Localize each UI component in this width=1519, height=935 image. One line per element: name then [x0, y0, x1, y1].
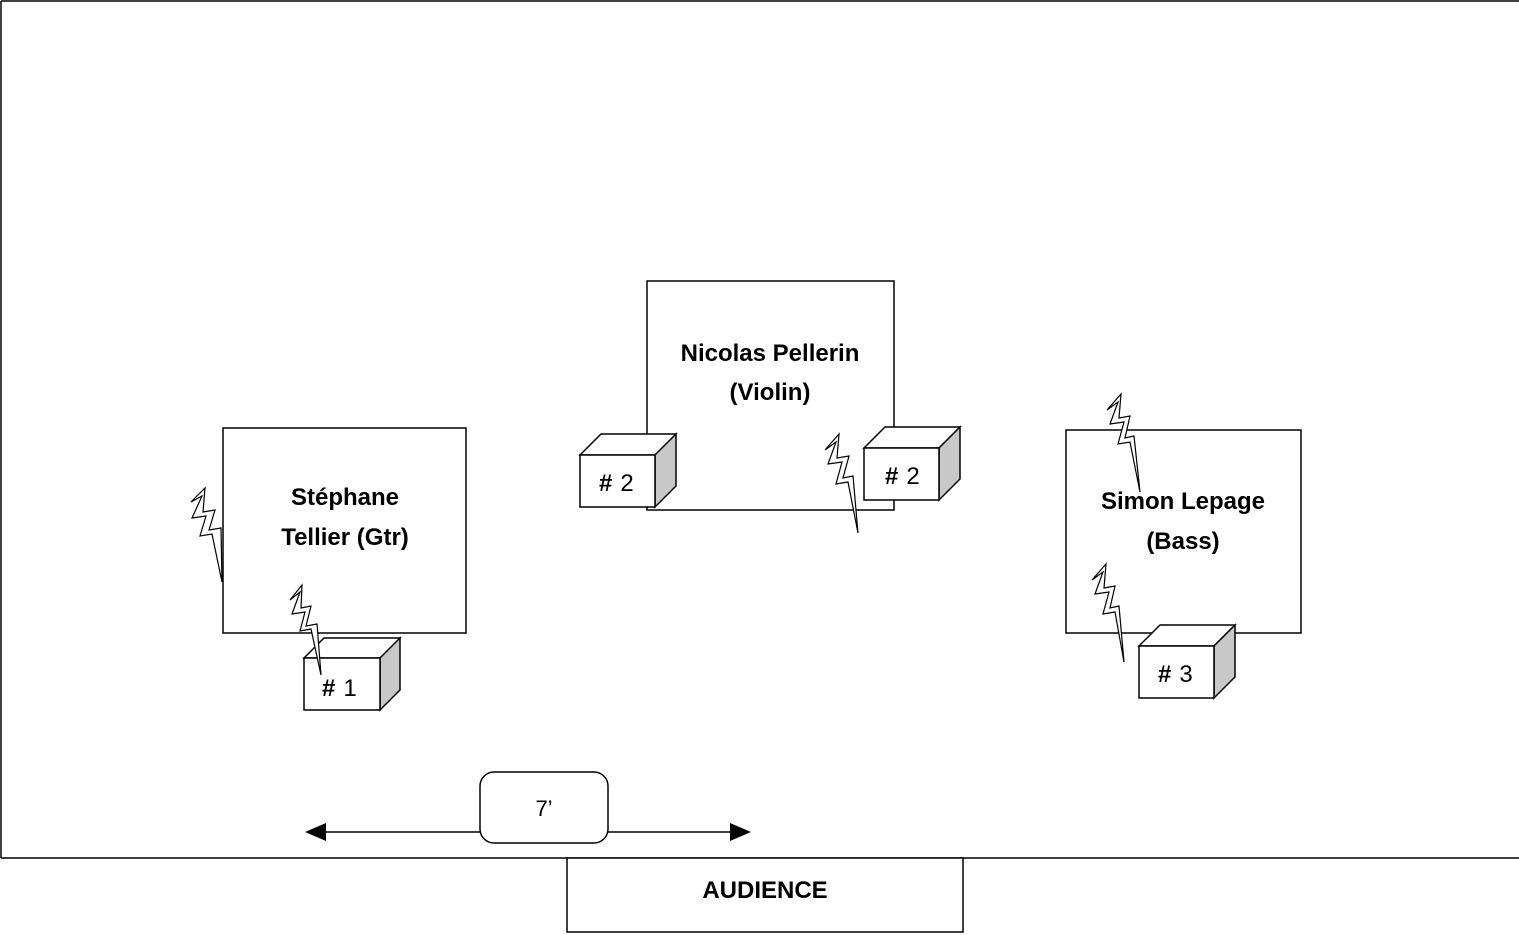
power-lightning-icon [1106, 392, 1141, 493]
bass-name-line2: (Bass) [1146, 528, 1219, 555]
power-lightning-icon [190, 486, 223, 583]
power-lightning-icon [1091, 562, 1125, 663]
power-lightning-icon [289, 583, 322, 676]
audience-box: AUDIENCE [566, 857, 964, 933]
bass-name-line1: Simon Lepage [1101, 488, 1265, 515]
musician-box-violin: Nicolas Pellerin (Violin) [646, 280, 895, 511]
arrowhead-left-icon [305, 823, 326, 841]
monitor-3: #3 [1137, 623, 1237, 700]
monitor-2-left: #2 [578, 432, 678, 509]
violin-name-line2: (Violin) [730, 379, 811, 406]
guitar-name-line1: Stéphane [291, 484, 399, 511]
monitor-2-left-label: #2 [599, 470, 634, 497]
audience-label: AUDIENCE [702, 877, 827, 904]
monitor-2-right-label: #2 [885, 463, 920, 490]
guitar-name-line2: Tellier (Gtr) [281, 524, 409, 551]
violin-name-line1: Nicolas Pellerin [681, 340, 860, 367]
dimension-arrow: 7’ [305, 771, 751, 844]
power-lightning-icon [824, 432, 859, 534]
musician-box-guitar: Stéphane Tellier (Gtr) [222, 427, 467, 634]
musician-box-bass: Simon Lepage (Bass) [1065, 429, 1302, 634]
monitor-2-right: #2 [862, 425, 962, 502]
dimension-label: 7’ [535, 796, 552, 821]
monitor-1: #1 [302, 636, 402, 712]
arrowhead-right-icon [730, 823, 751, 841]
monitor-3-label: #3 [1158, 661, 1193, 688]
monitor-1-label: #1 [322, 675, 357, 702]
